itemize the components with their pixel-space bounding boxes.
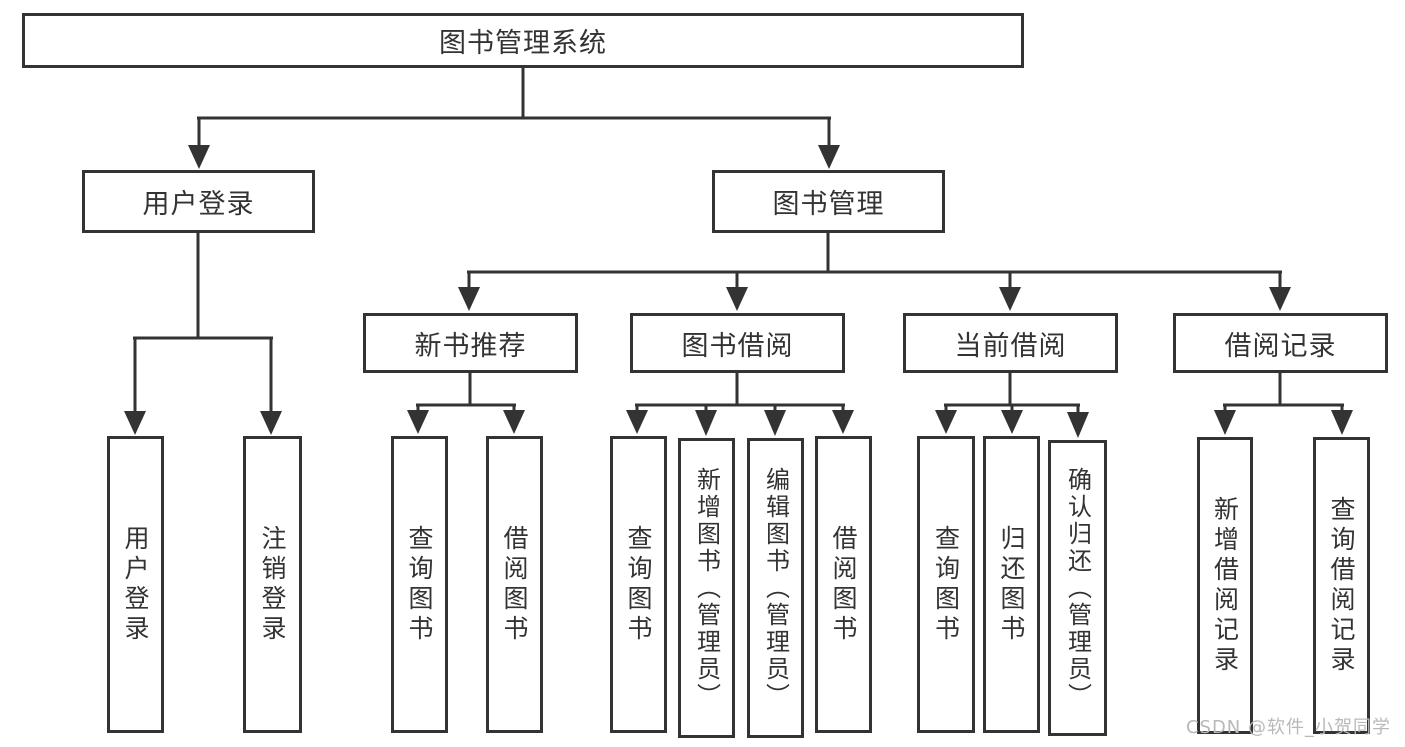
leaf-cb-query-books: 查询图书	[917, 436, 975, 733]
leaf-bb-query-books: 查询图书	[610, 436, 667, 733]
leaf-bb-edit-books-admin: 编辑图书（管理员）	[747, 438, 804, 738]
node-book-borrow: 图书借阅	[630, 313, 845, 373]
leaf-br-query-record: 查询借阅记录	[1313, 437, 1370, 734]
node-borrow-records: 借阅记录	[1173, 313, 1388, 373]
node-library-management-system: 图书管理系统	[22, 13, 1024, 68]
leaf-user-login: 用户登录	[107, 436, 164, 733]
leaf-nbr-query-books: 查询图书	[391, 436, 448, 733]
leaf-logout: 注销登录	[243, 436, 302, 733]
leaf-bb-add-books-admin: 新增图书（管理员）	[678, 438, 735, 738]
leaf-bb-borrow-books: 借阅图书	[815, 436, 872, 733]
node-book-management-group: 图书管理	[712, 170, 945, 233]
watermark-text: CSDN @软件_小贺同学	[1185, 717, 1391, 738]
node-user-login-group: 用户登录	[82, 170, 315, 233]
arrowheads	[124, 145, 1353, 438]
node-current-borrow: 当前借阅	[903, 313, 1118, 373]
leaf-cb-confirm-return-admin: 确认归还（管理员）	[1048, 440, 1107, 736]
node-new-book-recommend: 新书推荐	[363, 313, 578, 373]
leaf-cb-return-books: 归还图书	[983, 436, 1040, 733]
leaf-br-add-record: 新增借阅记录	[1197, 437, 1253, 734]
leaf-nbr-borrow-books: 借阅图书	[486, 436, 543, 733]
